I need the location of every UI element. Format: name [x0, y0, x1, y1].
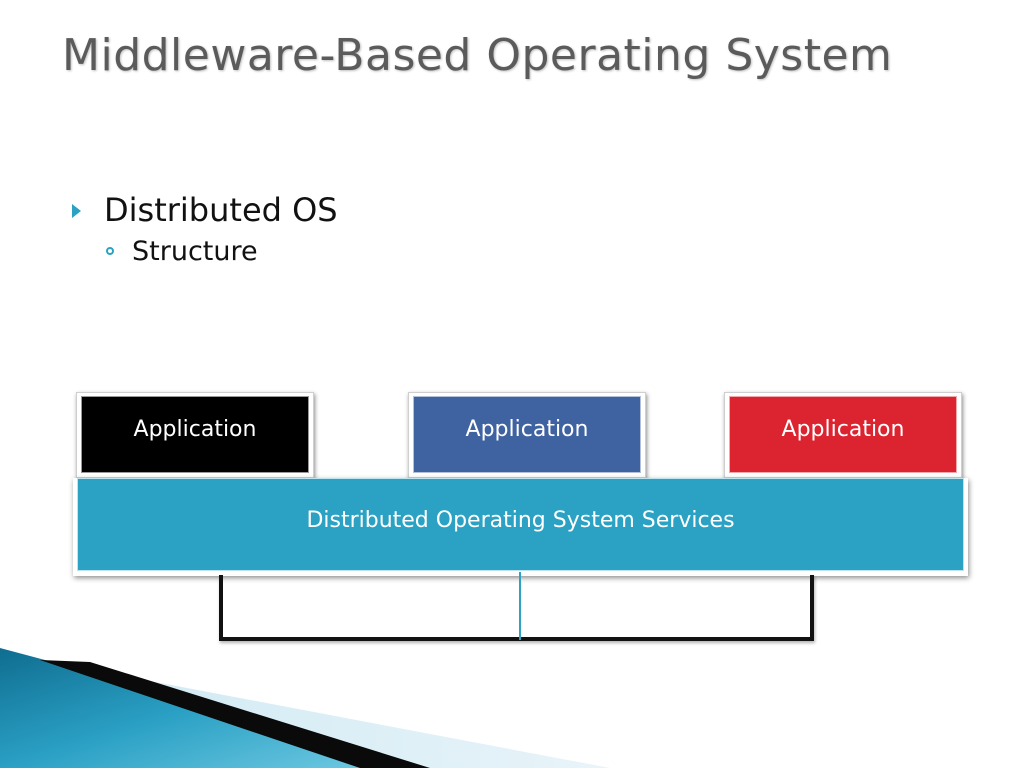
wave-light-band — [60, 664, 610, 768]
os-services-box: Distributed Operating System Services — [73, 478, 968, 576]
slide-title: Middleware-Based Operating System — [62, 30, 893, 81]
application-label-3: Application — [781, 417, 905, 442]
circle-bullet-icon — [106, 247, 114, 255]
application-label-2: Application — [465, 417, 589, 442]
application-box-2-fill — [413, 396, 641, 473]
bullet-text-structure: Structure — [132, 236, 258, 267]
application-box-3: Application — [724, 392, 962, 478]
application-box-2: Application — [408, 392, 646, 478]
network-divider-line — [519, 572, 521, 640]
bullet-text-distributed-os: Distributed OS — [104, 191, 338, 229]
application-box-1-fill — [81, 396, 309, 473]
network-connector — [219, 575, 814, 641]
application-box-3-fill — [729, 396, 957, 473]
os-services-label: Distributed Operating System Services — [306, 508, 735, 533]
os-services-box-fill — [77, 478, 964, 571]
triangle-bullet-icon — [72, 204, 81, 218]
application-label-1: Application — [133, 417, 257, 442]
wave-black-stripe — [40, 660, 430, 768]
application-box-1: Application — [76, 392, 314, 478]
decorative-wave-footer — [0, 648, 610, 768]
